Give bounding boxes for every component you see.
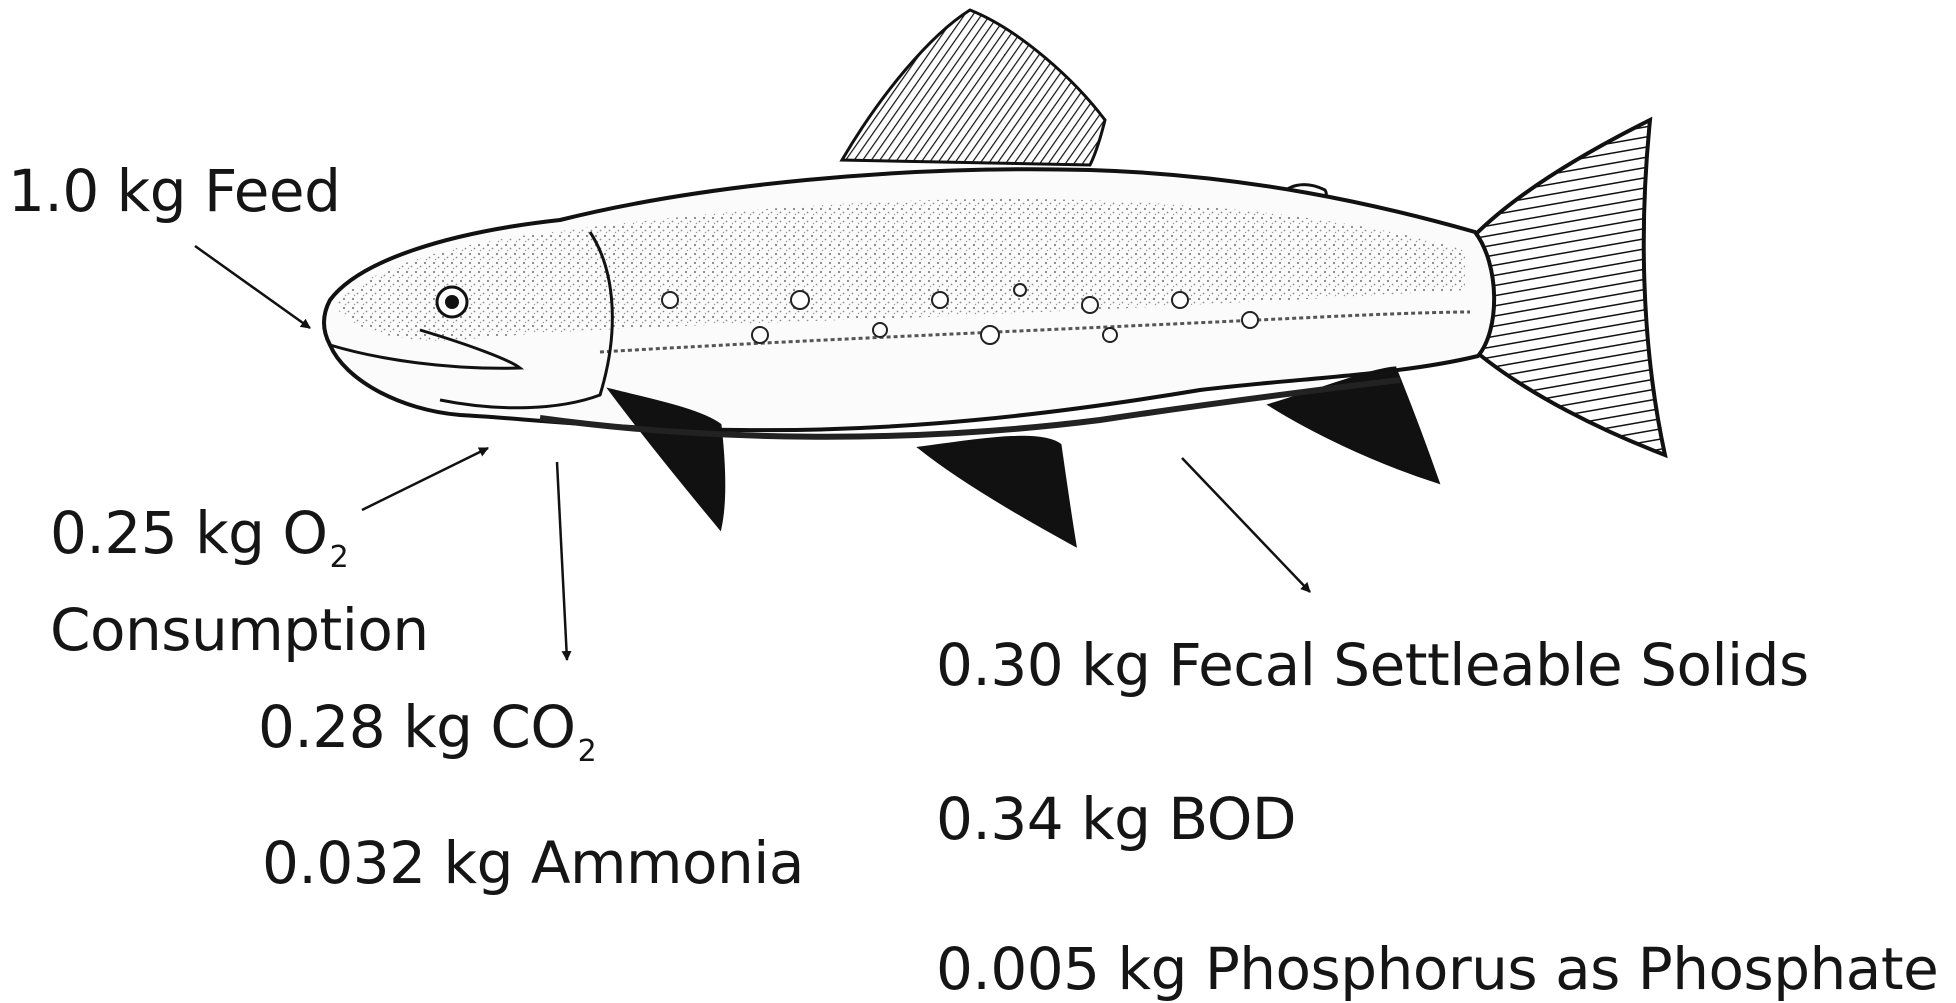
co2-arrow xyxy=(557,462,567,660)
pelvic-fin xyxy=(920,437,1075,545)
label-phosphorus: 0.005 kg Phosphorus as Phosphate xyxy=(936,940,1938,998)
label-co2-text: 0.28 kg CO xyxy=(258,693,576,761)
label-fecal-solids: 0.30 kg Fecal Settleable Solids xyxy=(936,636,1809,694)
label-co2: 0.28 kg CO2 xyxy=(258,698,596,756)
label-oxygen-line2: Consumption xyxy=(50,587,429,673)
label-oxygen-text: 0.25 kg O xyxy=(50,499,328,567)
trout-illustration xyxy=(324,10,1665,545)
feed-arrow xyxy=(195,246,310,328)
tail-fin xyxy=(1475,120,1665,455)
label-ammonia: 0.032 kg Ammonia xyxy=(262,834,804,892)
label-co2-subscript: 2 xyxy=(578,734,597,769)
fish-pupil xyxy=(445,295,459,309)
dorsal-fin xyxy=(842,10,1105,165)
label-oxygen-line1: 0.25 kg O2 xyxy=(50,490,429,587)
label-bod: 0.34 kg BOD xyxy=(936,790,1296,848)
fecal-arrow xyxy=(1182,458,1310,592)
label-feed: 1.0 kg Feed xyxy=(8,162,340,220)
label-oxygen-consumption: 0.25 kg O2 Consumption xyxy=(50,490,429,673)
label-oxygen-subscript: 2 xyxy=(330,540,349,575)
